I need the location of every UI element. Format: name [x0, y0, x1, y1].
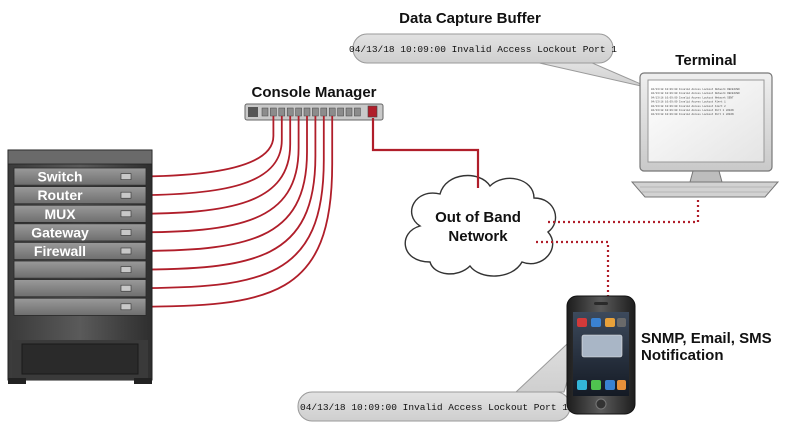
rack-device-label: MUX [44, 206, 76, 222]
device-console-port [120, 247, 132, 255]
serial-cable [130, 116, 325, 290]
serial-cable [130, 116, 317, 271]
terminal-screen-line: 04/13/18 10:09:00 Invalid Access Lockout… [651, 112, 734, 116]
serial-cable [130, 116, 300, 234]
notification-label-line1: SNMP, Email, SMS [641, 330, 772, 347]
serial-cable [130, 116, 283, 197]
console-manager-power-port [248, 107, 258, 117]
device-console-port [120, 266, 132, 273]
rack-device [13, 260, 147, 279]
capture-message-bottom: 04/13/18 10:09:00 Invalid Access Lockout… [300, 402, 568, 413]
serial-cable [130, 116, 334, 308]
rack-device [13, 297, 147, 316]
device-console-port [120, 303, 132, 311]
home-button [595, 398, 607, 410]
data-capture-buffer-callout: 04/13/18 10:09:00 Invalid Access Lockout… [349, 33, 651, 89]
rack-device [13, 279, 147, 298]
notification-label-line2: Notification [641, 347, 724, 364]
serial-port [337, 107, 344, 117]
device-console-port [120, 210, 132, 218]
rack-device-label: Firewall [34, 243, 86, 259]
app-icons [577, 318, 626, 390]
terminal-screen-line: 04/13/18 10:09:00 Invalid Access Lockout… [651, 104, 726, 108]
device-console-port [120, 284, 132, 292]
capture-message-top: 04/13/18 10:09:00 Invalid Access Lockout… [349, 44, 617, 55]
rack-device: MUX [13, 204, 147, 223]
serial-port [270, 107, 277, 117]
serial-port [303, 107, 311, 117]
terminal-computer: 04/13/18 10:09:00 Invalid Access Lockout… [630, 72, 780, 198]
console-manager-device [244, 103, 384, 121]
serial-port [320, 107, 328, 117]
keyboard [630, 181, 780, 198]
serial-cable [130, 116, 275, 178]
rack-device: Router [13, 186, 147, 205]
cloud-label-line1: Out of Band [435, 209, 521, 226]
rack-device-label: Switch [37, 169, 82, 185]
device-console-port [120, 191, 132, 199]
device-console-port [120, 173, 132, 180]
rack-device-label: Gateway [31, 224, 89, 240]
rack-device: Switch [13, 167, 147, 186]
serial-cable [130, 116, 292, 215]
cloud-to-phone-link [536, 240, 610, 296]
terminal-screen-line: 04/13/18 10:09:00 Invalid Access Lockout… [651, 108, 734, 112]
cloud-to-terminal-link [548, 198, 700, 224]
serial-cable [130, 116, 308, 252]
terminal-label: Terminal [675, 52, 736, 69]
terminal-screen-line: 04/13/18 10:09:00 Invalid Access Lockout… [651, 91, 740, 95]
serial-port [278, 107, 286, 117]
serial-port [295, 107, 302, 117]
serial-port [312, 107, 319, 117]
data-capture-buffer-label: Data Capture Buffer [399, 10, 541, 27]
out-of-band-network-cloud: Out of Band Network [404, 174, 557, 277]
cloud-label-line2: Network [448, 228, 508, 245]
terminal-screen-line: 04/13/18 10:09:00 Invalid Access Lockout… [651, 95, 734, 99]
serial-port [354, 107, 361, 117]
smartphone [566, 295, 636, 415]
terminal-screen-line: 04/13/18 10:09:00 Invalid Access Lockout… [651, 100, 726, 104]
serial-port [345, 107, 353, 117]
rack-device: Firewall [13, 241, 147, 260]
console-manager-label: Console Manager [251, 84, 376, 101]
network-links [371, 118, 700, 296]
device-console-port [120, 229, 132, 236]
serial-port [328, 107, 336, 117]
serial-port [261, 107, 269, 117]
network-port [367, 105, 378, 118]
console-to-cloud-link [371, 118, 480, 188]
serial-port [286, 107, 294, 117]
rack-device: Gateway [13, 223, 147, 242]
rack-device-label: Router [37, 187, 83, 203]
terminal-screen-text: 04/13/18 10:09:00 Invalid Access Lockout… [651, 87, 740, 116]
notification-callout: 04/13/18 10:09:00 Invalid Access Lockout… [297, 328, 583, 422]
serial-cables [130, 116, 334, 308]
terminal-screen-line: 04/13/18 10:09:00 Invalid Access Lockout… [651, 87, 740, 91]
